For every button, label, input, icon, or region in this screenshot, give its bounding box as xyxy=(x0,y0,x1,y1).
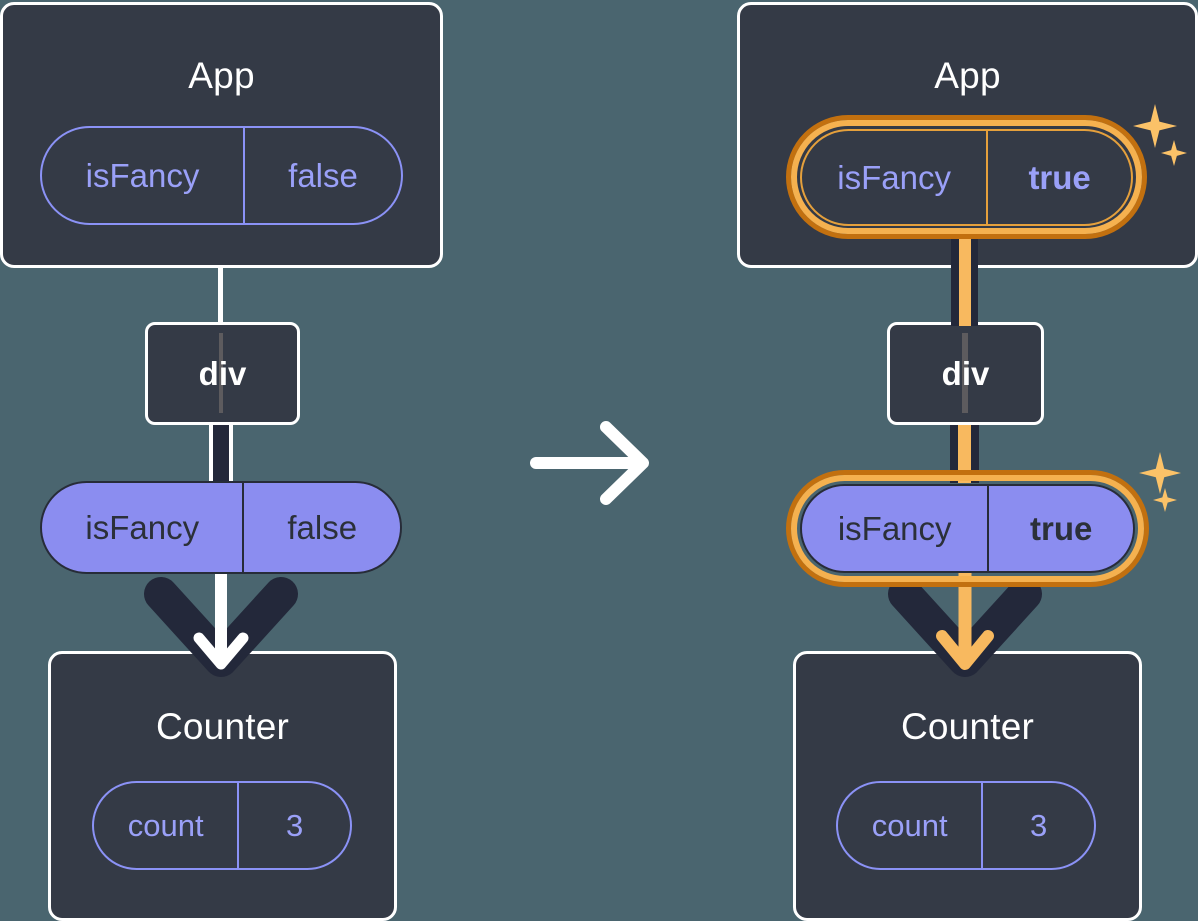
after-app-state-name: isFancy xyxy=(837,158,951,196)
before-counter-state-value: 3 xyxy=(237,783,350,868)
before-app-title: App xyxy=(188,55,255,96)
after-counter-title: Counter xyxy=(900,706,1035,747)
after-line-div-to-prop xyxy=(958,425,971,483)
before-prop-name: isFancy xyxy=(85,508,200,546)
before-prop-pill[interactable]: isFancy false xyxy=(40,481,402,574)
before-line-app-to-div xyxy=(218,268,223,324)
before-counter-title: Counter xyxy=(155,706,290,747)
after-app-state-pill[interactable]: isFancy true xyxy=(800,129,1133,226)
before-counter-state-pill[interactable]: count 3 xyxy=(92,781,352,870)
before-counter-state-name: count xyxy=(127,807,204,843)
before-app-state-value: false xyxy=(243,128,401,223)
before-app-state-name: isFancy xyxy=(85,156,200,194)
before-arrow-down-white xyxy=(193,570,249,670)
after-prop-name: isFancy xyxy=(837,509,952,547)
after-arrow-down-orange xyxy=(936,570,994,670)
after-line-app-to-div xyxy=(959,234,971,326)
after-counter-state-name: count xyxy=(871,807,948,843)
after-app-title: App xyxy=(934,55,1001,96)
after-counter-state-value: 3 xyxy=(981,783,1094,868)
after-div-label: div xyxy=(941,354,990,392)
after-counter-state-pill[interactable]: count 3 xyxy=(836,781,1096,870)
after-prop-pill[interactable]: isFancy true xyxy=(800,484,1135,573)
after-app-state-value: true xyxy=(986,131,1131,224)
after-line-inside-div xyxy=(962,333,968,413)
after-prop-sparkle-icon xyxy=(1139,452,1181,494)
before-div-label: div xyxy=(198,354,247,392)
after-prop-value: true xyxy=(987,486,1133,571)
before-line-inside-div xyxy=(219,333,223,413)
transition-arrow-right-icon xyxy=(530,421,649,505)
before-app-state-pill[interactable]: isFancy false xyxy=(40,126,403,225)
before-line-div-to-prop xyxy=(213,425,229,483)
after-prop-sparkle-small-icon xyxy=(1153,488,1177,512)
before-prop-value: false xyxy=(242,483,400,572)
